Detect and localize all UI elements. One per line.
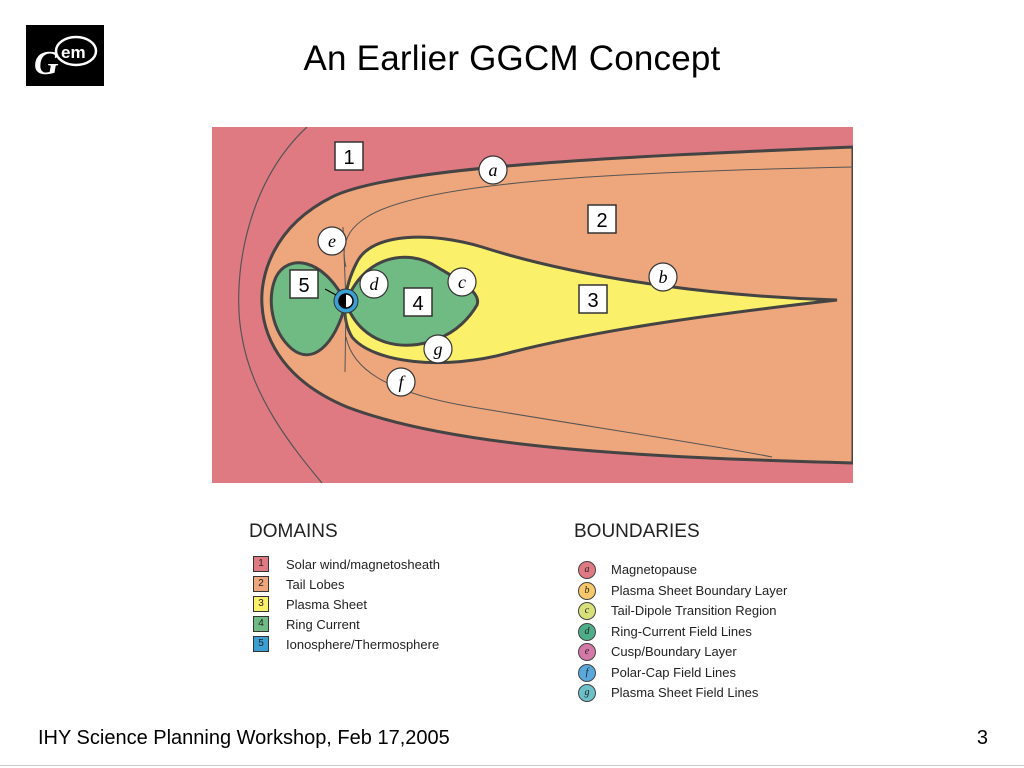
boundary-circle-c: c	[447, 267, 477, 297]
boundary-legend-label: Magnetopause	[611, 562, 698, 577]
domain-swatch: 2	[253, 576, 269, 592]
boundary-swatch: d	[578, 622, 596, 641]
boundary-legend-label: Plasma Sheet Boundary Layer	[611, 582, 788, 598]
domains-heading: DOMAINS	[249, 521, 338, 542]
boundary-circle-g: g	[423, 334, 453, 364]
page-number: 3	[976, 727, 988, 749]
boundary-circle-a-label: a	[489, 160, 498, 180]
boundary-circle-g-label: g	[434, 339, 443, 359]
domain-box-1: 1	[334, 141, 364, 171]
lower-field-line	[345, 336, 773, 458]
gem-logo: G em	[26, 25, 104, 86]
slide-title: An Earlier GGCM Concept	[303, 39, 721, 78]
boundary-circle-b-label: b	[659, 267, 668, 287]
boundary-legend-label: Cusp/Boundary Layer	[611, 644, 737, 659]
boundary-swatch: g	[578, 684, 596, 702]
domain-swatch: 1	[253, 556, 269, 572]
boundary-legend-label: Tail-Dipole Transition Region	[611, 603, 777, 618]
boundary-circle-c-label: c	[458, 272, 466, 292]
boundary-circle-d: d	[359, 269, 389, 299]
boundaries-heading: BOUNDARIES	[574, 521, 700, 542]
footer-divider	[0, 765, 1024, 766]
bow-shock-line	[238, 127, 323, 483]
pointer-5	[324, 288, 337, 296]
domain-box-5: 5	[289, 269, 319, 299]
domain-legend-label: Solar wind/magnetosheath	[286, 557, 440, 572]
boundary-swatch: b	[578, 581, 596, 600]
boundary-circle-d-label: d	[370, 274, 380, 294]
earth-night-side	[339, 294, 346, 308]
boundary-circle-e-label: e	[328, 231, 336, 251]
domain-box-4: 4	[403, 287, 433, 317]
boundary-legend-label: Polar-Cap Field Lines	[611, 664, 737, 680]
magnetosphere-diagram: 1 2 3 4 5 a b c d e f g	[212, 127, 853, 483]
domain-box-3: 3	[578, 284, 608, 314]
domain-legend-label: Tail Lobes	[286, 577, 345, 592]
logo-orbit	[54, 35, 98, 67]
footer-text: IHY Science Planning Workshop, Feb 17,20…	[38, 727, 450, 749]
domain-legend-label: Ionosphere/Thermosphere	[286, 637, 440, 652]
boundary-circle-f: f	[386, 367, 416, 397]
domain-box-4-label: 4	[412, 293, 423, 315]
domain-swatch: 3	[253, 596, 269, 612]
boundary-legend-label: Ring-Current Field Lines	[611, 623, 752, 639]
domain-box-1-label: 1	[343, 147, 354, 169]
domain-swatch: 4	[253, 616, 269, 632]
domain-legend-label: Ring Current	[286, 617, 360, 632]
boundary-swatch: e	[578, 643, 596, 661]
boundary-circle-a: a	[478, 155, 508, 185]
domain-box-5-label: 5	[298, 275, 309, 297]
boundary-swatch: c	[578, 602, 596, 620]
boundary-swatch: f	[578, 663, 596, 682]
boundary-swatch: a	[578, 561, 596, 579]
domain-legend-label: Plasma Sheet	[286, 597, 367, 612]
domain-box-3-label: 3	[587, 290, 598, 312]
boundary-circle-b: b	[648, 262, 678, 292]
domain-swatch: 5	[253, 636, 269, 652]
boundary-circle-f-label: f	[398, 372, 406, 392]
boundary-legend-label: Plasma Sheet Field Lines	[611, 685, 759, 700]
domain-box-2-label: 2	[596, 210, 607, 232]
domain-box-2: 2	[587, 204, 617, 234]
logo-letters-em: em	[61, 43, 86, 62]
upper-field-line	[343, 166, 853, 268]
boundary-circle-e: e	[317, 226, 347, 256]
